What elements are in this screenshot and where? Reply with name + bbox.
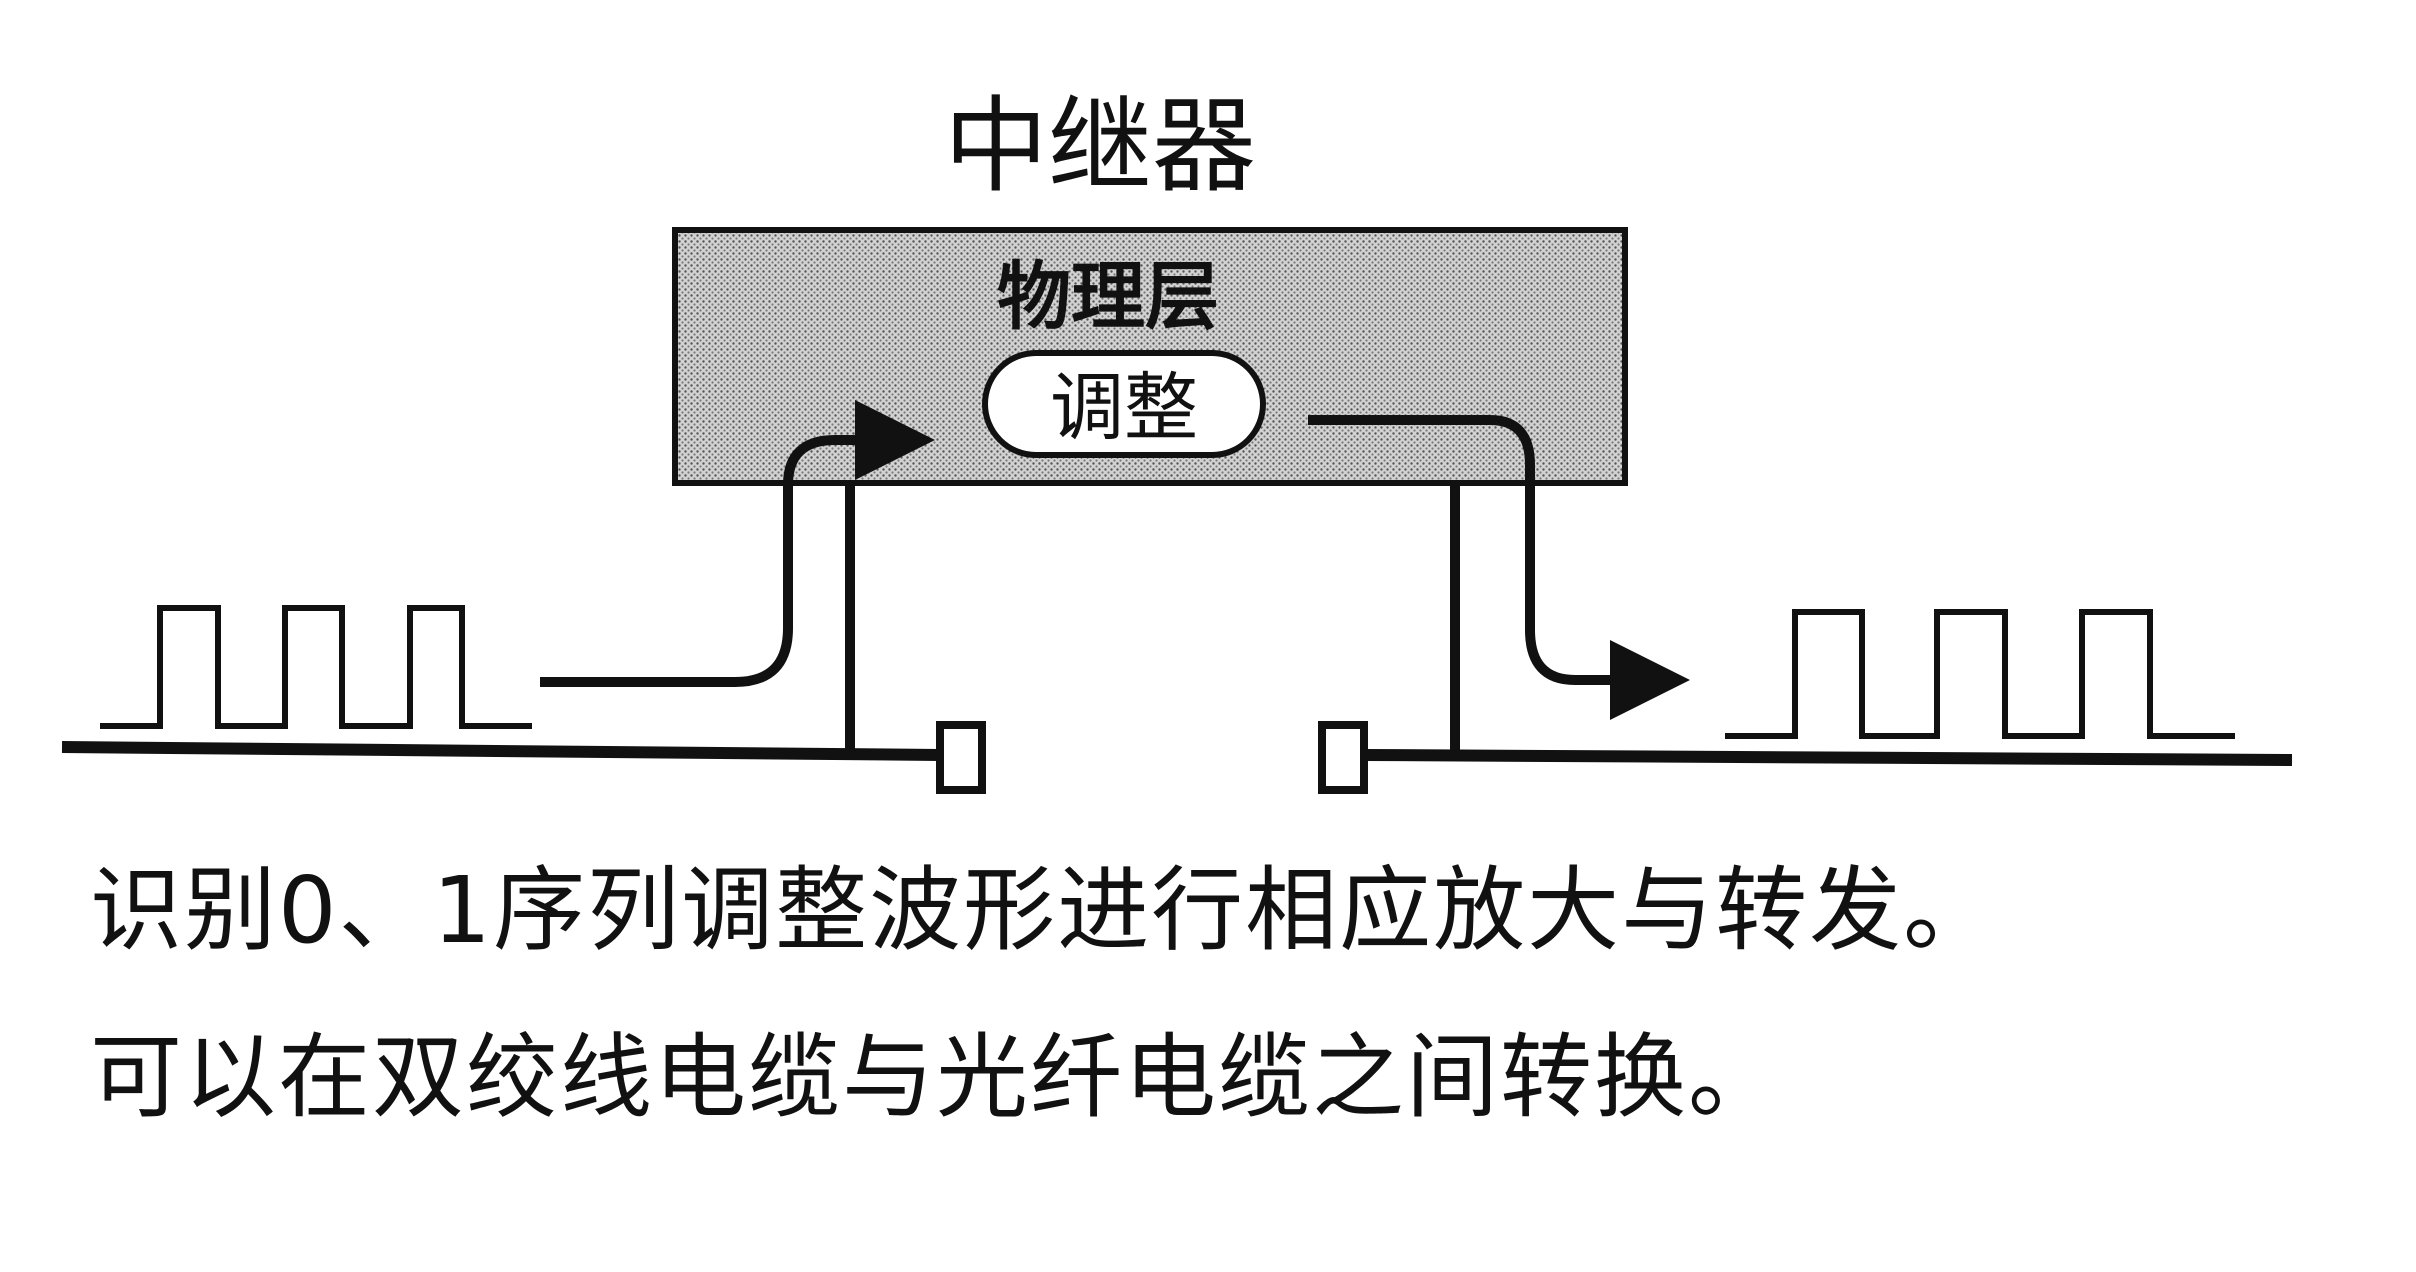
adjust-pill <box>982 350 1266 458</box>
diagram-title: 中继器 <box>944 85 1256 207</box>
caption-line-1: 识别0、1序列调整波形进行相应放大与转发。 <box>90 857 1998 964</box>
output-signal-waveform-icon <box>1725 609 2235 739</box>
caption-line-2: 可以在双绞线电缆与光纤电缆之间转换。 <box>90 1024 1783 1131</box>
right-cable <box>1363 749 2293 766</box>
input-signal-waveform-icon <box>100 605 532 729</box>
output-flow-arrow-icon <box>1308 415 1690 720</box>
right-cable-connector-icon <box>1318 721 1368 794</box>
physical-layer-label: 物理层 <box>997 254 1219 340</box>
left-cable <box>61 741 941 761</box>
input-flow-arrow-icon <box>540 400 935 687</box>
adjust-label: 调整 <box>1050 365 1198 451</box>
left-cable-connector-icon <box>936 721 986 794</box>
